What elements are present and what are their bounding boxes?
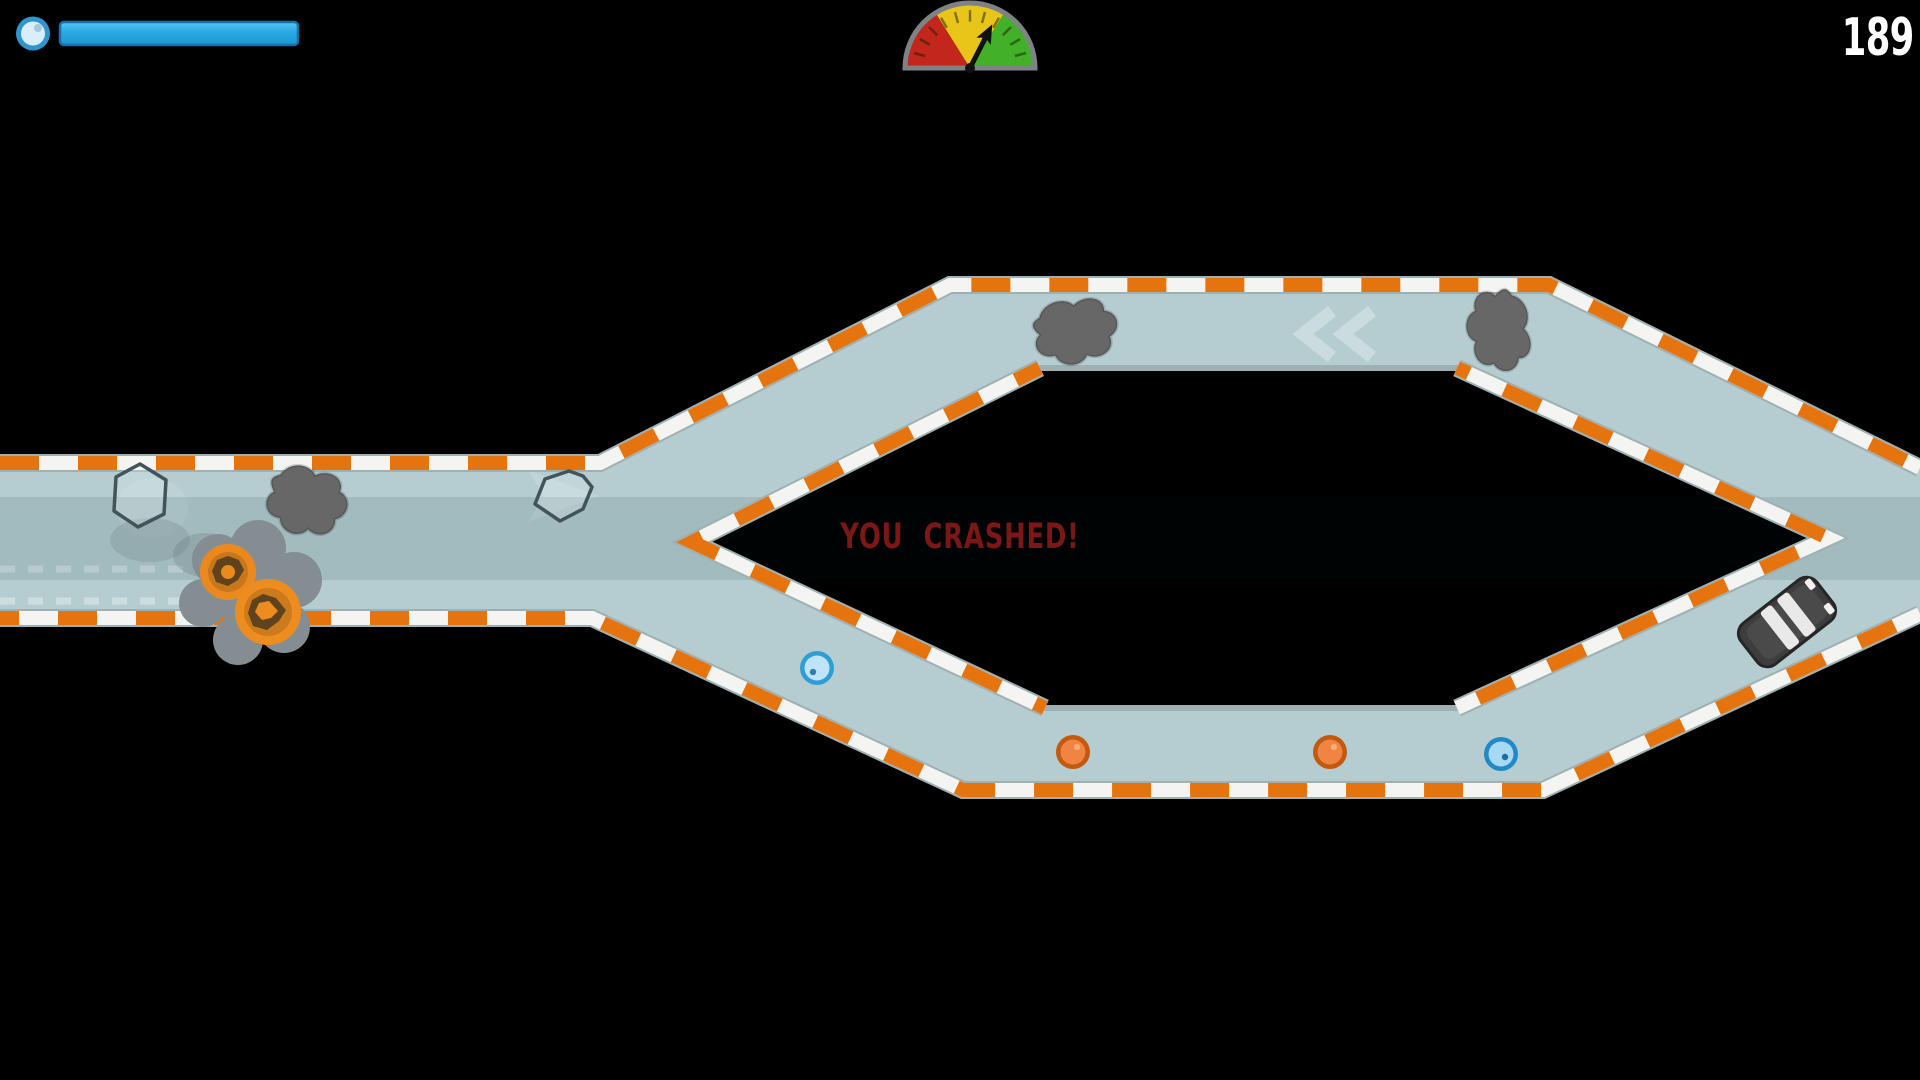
left-chevron-icon	[1292, 305, 1377, 363]
gauge-yellow-zone	[936, 3, 1004, 68]
collectibles	[800, 651, 1518, 771]
blue-ball	[800, 651, 834, 685]
blue-ball-icon	[16, 16, 50, 51]
explosion-sprite	[179, 520, 322, 665]
gauge-hub	[965, 63, 975, 73]
blue-ball	[1484, 737, 1518, 771]
orange-ball	[1056, 735, 1090, 769]
gauge-rim	[902, 0, 1038, 71]
hazard-borders	[0, 278, 1920, 797]
rock-outline	[533, 469, 594, 523]
rock-outline	[112, 462, 168, 529]
boost-bar-fill	[58, 20, 300, 47]
road-surface	[0, 285, 1920, 790]
headlight	[1804, 578, 1816, 590]
orange-ball	[1313, 735, 1347, 769]
headlight	[1823, 602, 1835, 615]
boost-bar	[16, 16, 300, 51]
smoke-smudge	[110, 518, 190, 562]
speedometer-gauge	[902, 0, 1038, 74]
rock-outlines	[112, 462, 594, 529]
score-counter: 189	[1842, 8, 1914, 68]
faint-arrow-decal	[528, 470, 599, 522]
crash-message: YOU CRASHED!	[840, 517, 1080, 557]
car-sprite	[1736, 575, 1838, 669]
gauge-ticks	[913, 10, 1027, 58]
car-stripe	[1760, 605, 1799, 650]
car-stripe	[1777, 592, 1816, 637]
explosion-fire	[200, 544, 301, 645]
